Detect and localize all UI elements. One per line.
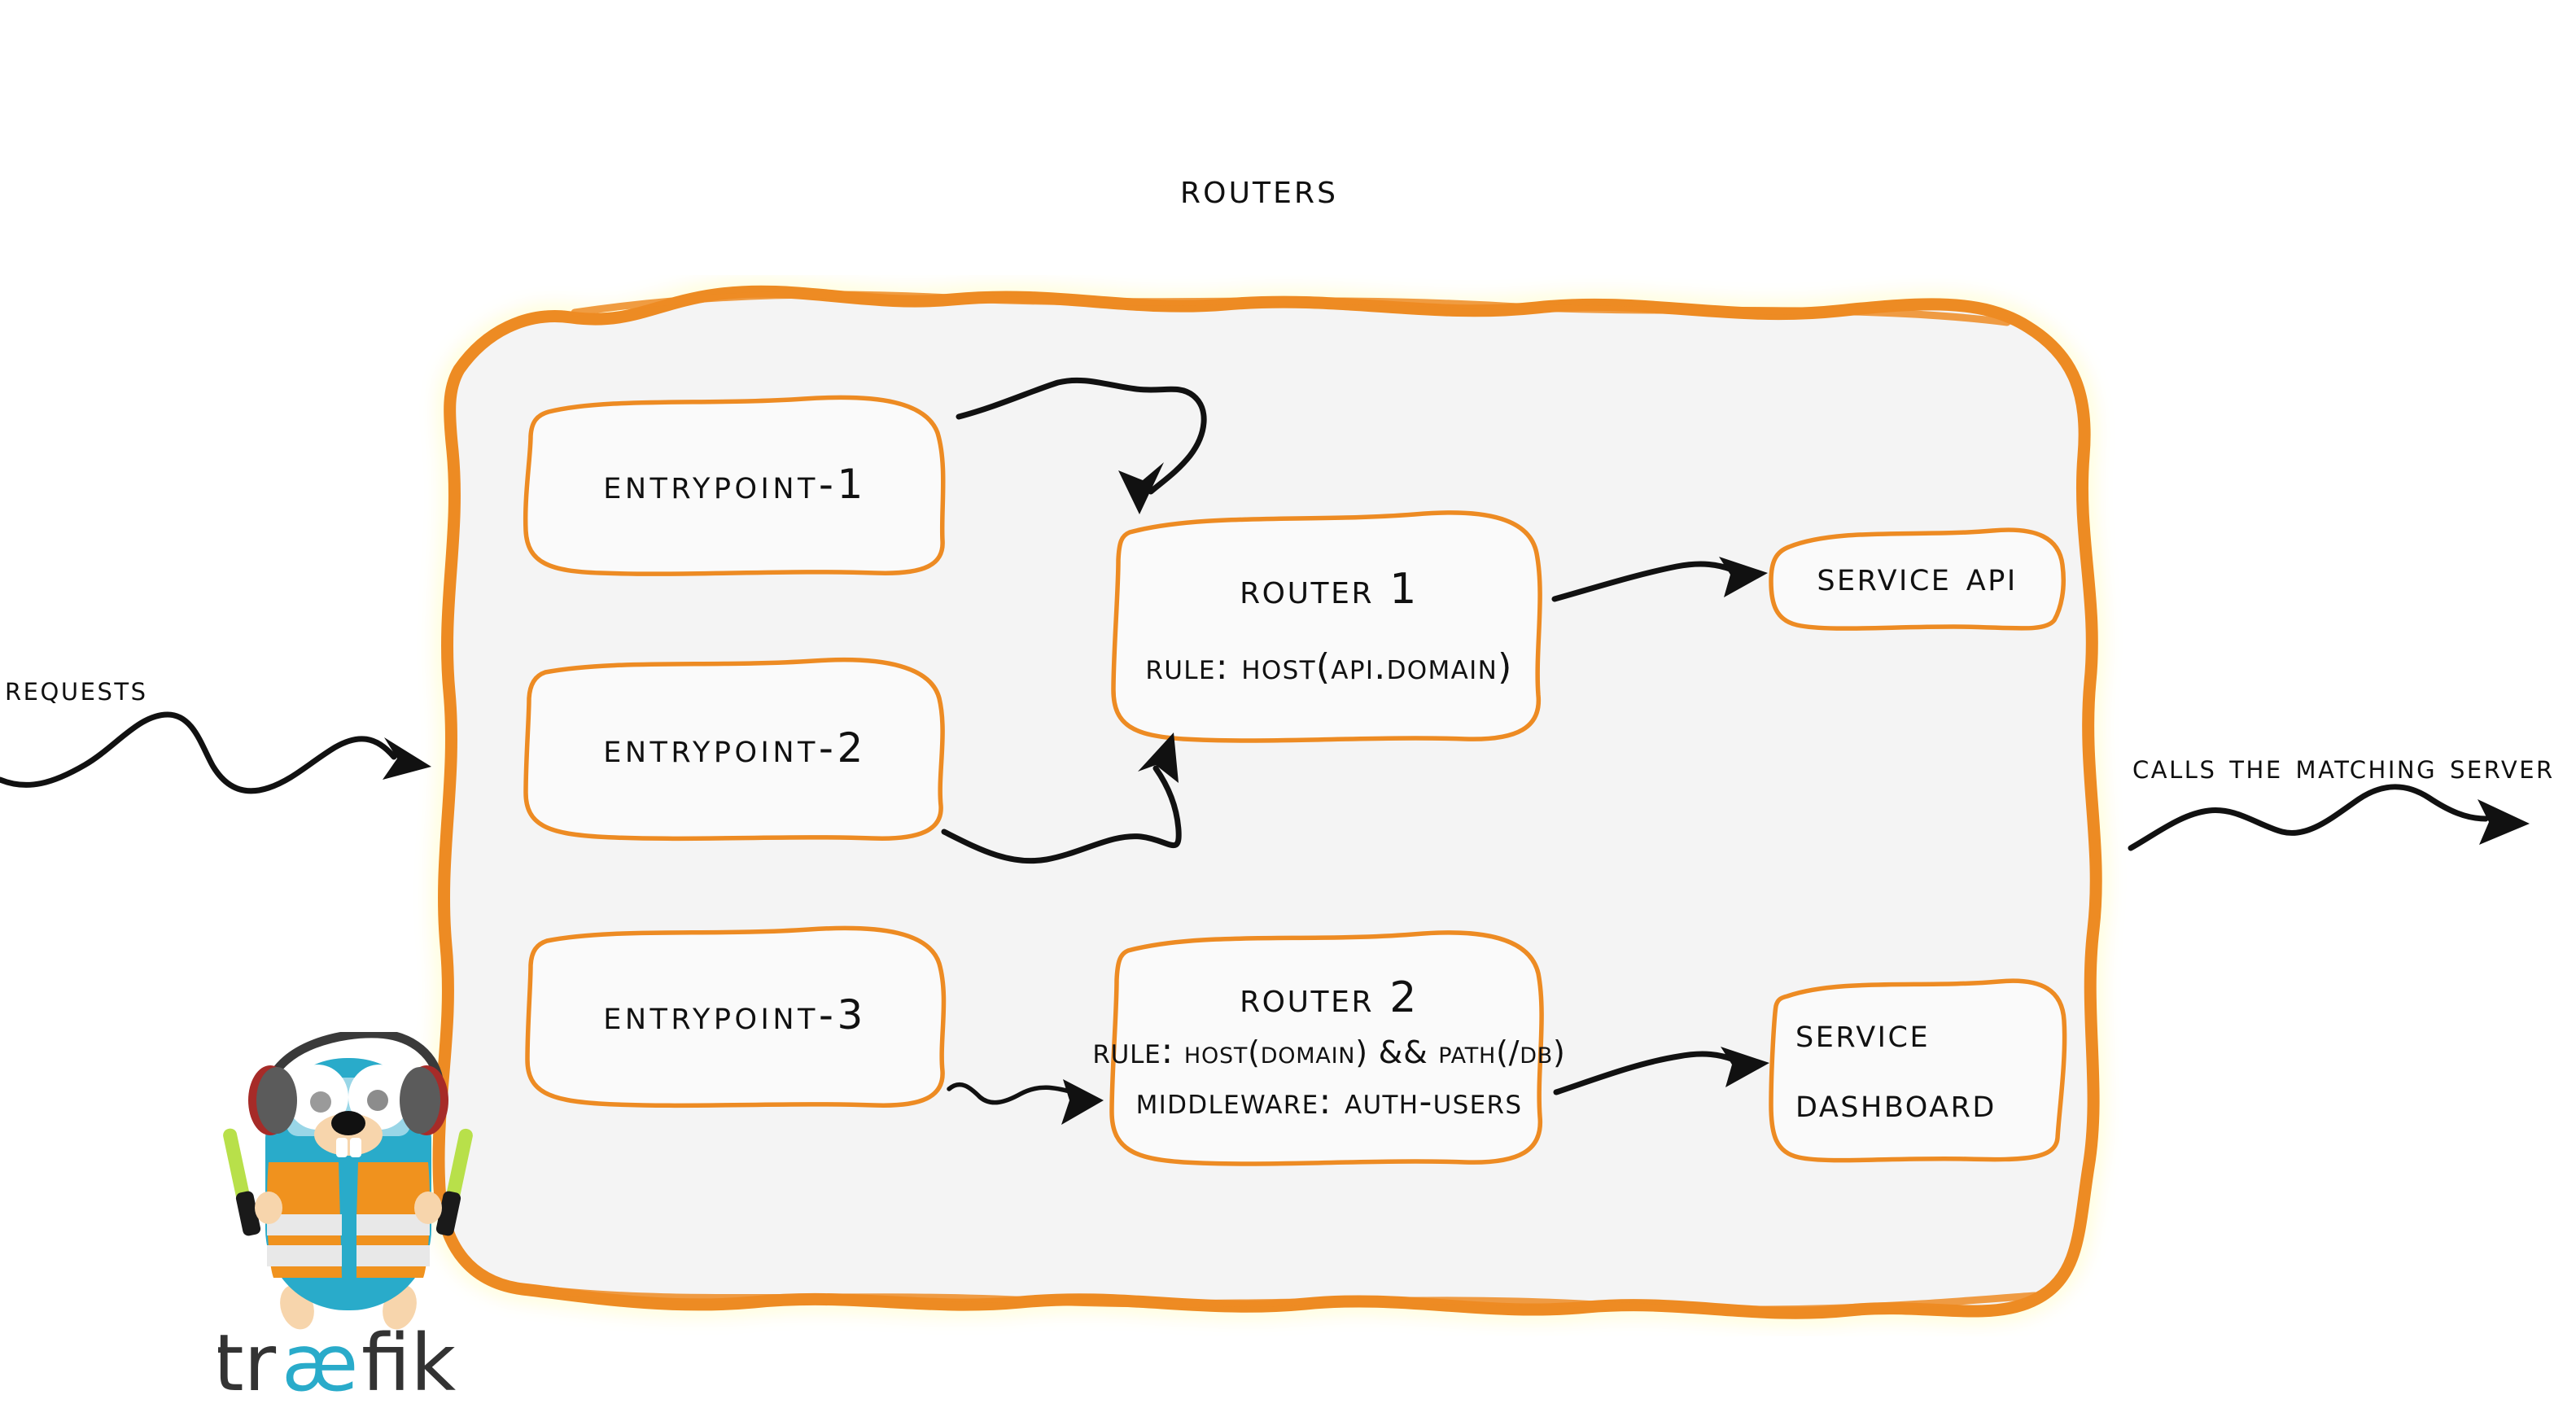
hand-left-icon <box>255 1192 282 1224</box>
arrow-requests-in <box>0 711 431 794</box>
pupil-left <box>310 1091 331 1113</box>
arrow-calls-path <box>2128 784 2489 851</box>
wordmark-fik: fik <box>361 1318 456 1400</box>
traefik-wordmark: tr æ fik <box>218 1318 456 1400</box>
entrypoint-border-3 <box>525 925 947 1108</box>
service-box-dashboard[interactable]: Service Dashboard <box>1765 970 2070 1165</box>
calls-matching-server-label: Calls the matching server <box>2132 746 2555 786</box>
wand-right-icon <box>435 1128 473 1236</box>
router-box-1[interactable]: Router 1 rule: Host(api.domain) <box>1097 496 1561 757</box>
arrow-requests-path <box>0 711 397 794</box>
wordmark-tr: tr <box>218 1318 277 1400</box>
arrow-calls-out <box>2128 784 2530 851</box>
entrypoint-box-1[interactable]: entrypoint-1 <box>511 387 959 581</box>
entrypoint-border-2 <box>523 657 945 842</box>
headphone-band-icon <box>264 1032 444 1091</box>
safety-vest-icon <box>267 1162 430 1281</box>
entrypoint-box-3[interactable]: entrypoint-3 <box>511 918 959 1112</box>
container-brush-top <box>571 291 2011 326</box>
service-border-api <box>1769 527 2066 631</box>
traefik-logo: tr æ fik <box>218 1032 479 1400</box>
earcup-right-icon <box>400 1065 448 1135</box>
page-title: Routers <box>1180 164 1339 213</box>
arrow-calls-head <box>2478 799 2530 845</box>
container-brush-bottom <box>522 1283 2039 1314</box>
service-border-dashboard <box>1769 978 2067 1163</box>
service-box-api[interactable]: Service API <box>1765 519 2070 633</box>
entrypoint-box-2[interactable]: entrypoint-2 <box>511 651 959 845</box>
hand-right-icon <box>414 1192 442 1224</box>
tooth-left <box>336 1138 348 1157</box>
router-border-1 <box>1111 510 1542 743</box>
wand-left-icon <box>223 1128 261 1236</box>
wordmark-ae: æ <box>282 1318 358 1400</box>
pupil-right <box>367 1090 388 1111</box>
nose-icon <box>331 1111 365 1135</box>
router-border-2 <box>1109 930 1544 1166</box>
router-box-2[interactable]: Router 2 rule: Host(domain) && Path(/db)… <box>1092 918 1565 1178</box>
requests-label: Requests <box>5 668 148 708</box>
earcup-left-icon <box>248 1065 297 1135</box>
entrypoint-border-1 <box>523 395 946 576</box>
tooth-right <box>350 1138 361 1157</box>
